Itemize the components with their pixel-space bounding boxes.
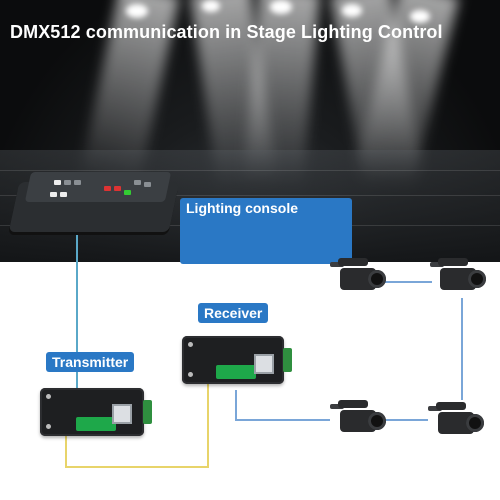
diagram-title: DMX512 communication in Stage Lighting C… xyxy=(10,22,443,42)
spotlight xyxy=(202,0,220,12)
receiver-device xyxy=(182,336,292,384)
transmitter-device xyxy=(40,388,152,436)
camera-icon xyxy=(330,398,386,438)
receiver-cable xyxy=(235,390,330,421)
camera-icon xyxy=(428,400,484,440)
spotlight xyxy=(126,4,148,18)
fiber-link xyxy=(65,384,209,468)
lighting-console-label: Lighting console xyxy=(180,198,352,264)
spotlight xyxy=(410,10,430,23)
spotlight xyxy=(342,4,362,17)
lighting-console xyxy=(8,170,180,232)
transmitter-label: Transmitter xyxy=(46,352,135,372)
camera-icon xyxy=(330,256,386,296)
receiver-label: Receiver xyxy=(198,303,269,323)
spotlight xyxy=(270,0,292,14)
camera-icon xyxy=(430,256,486,296)
